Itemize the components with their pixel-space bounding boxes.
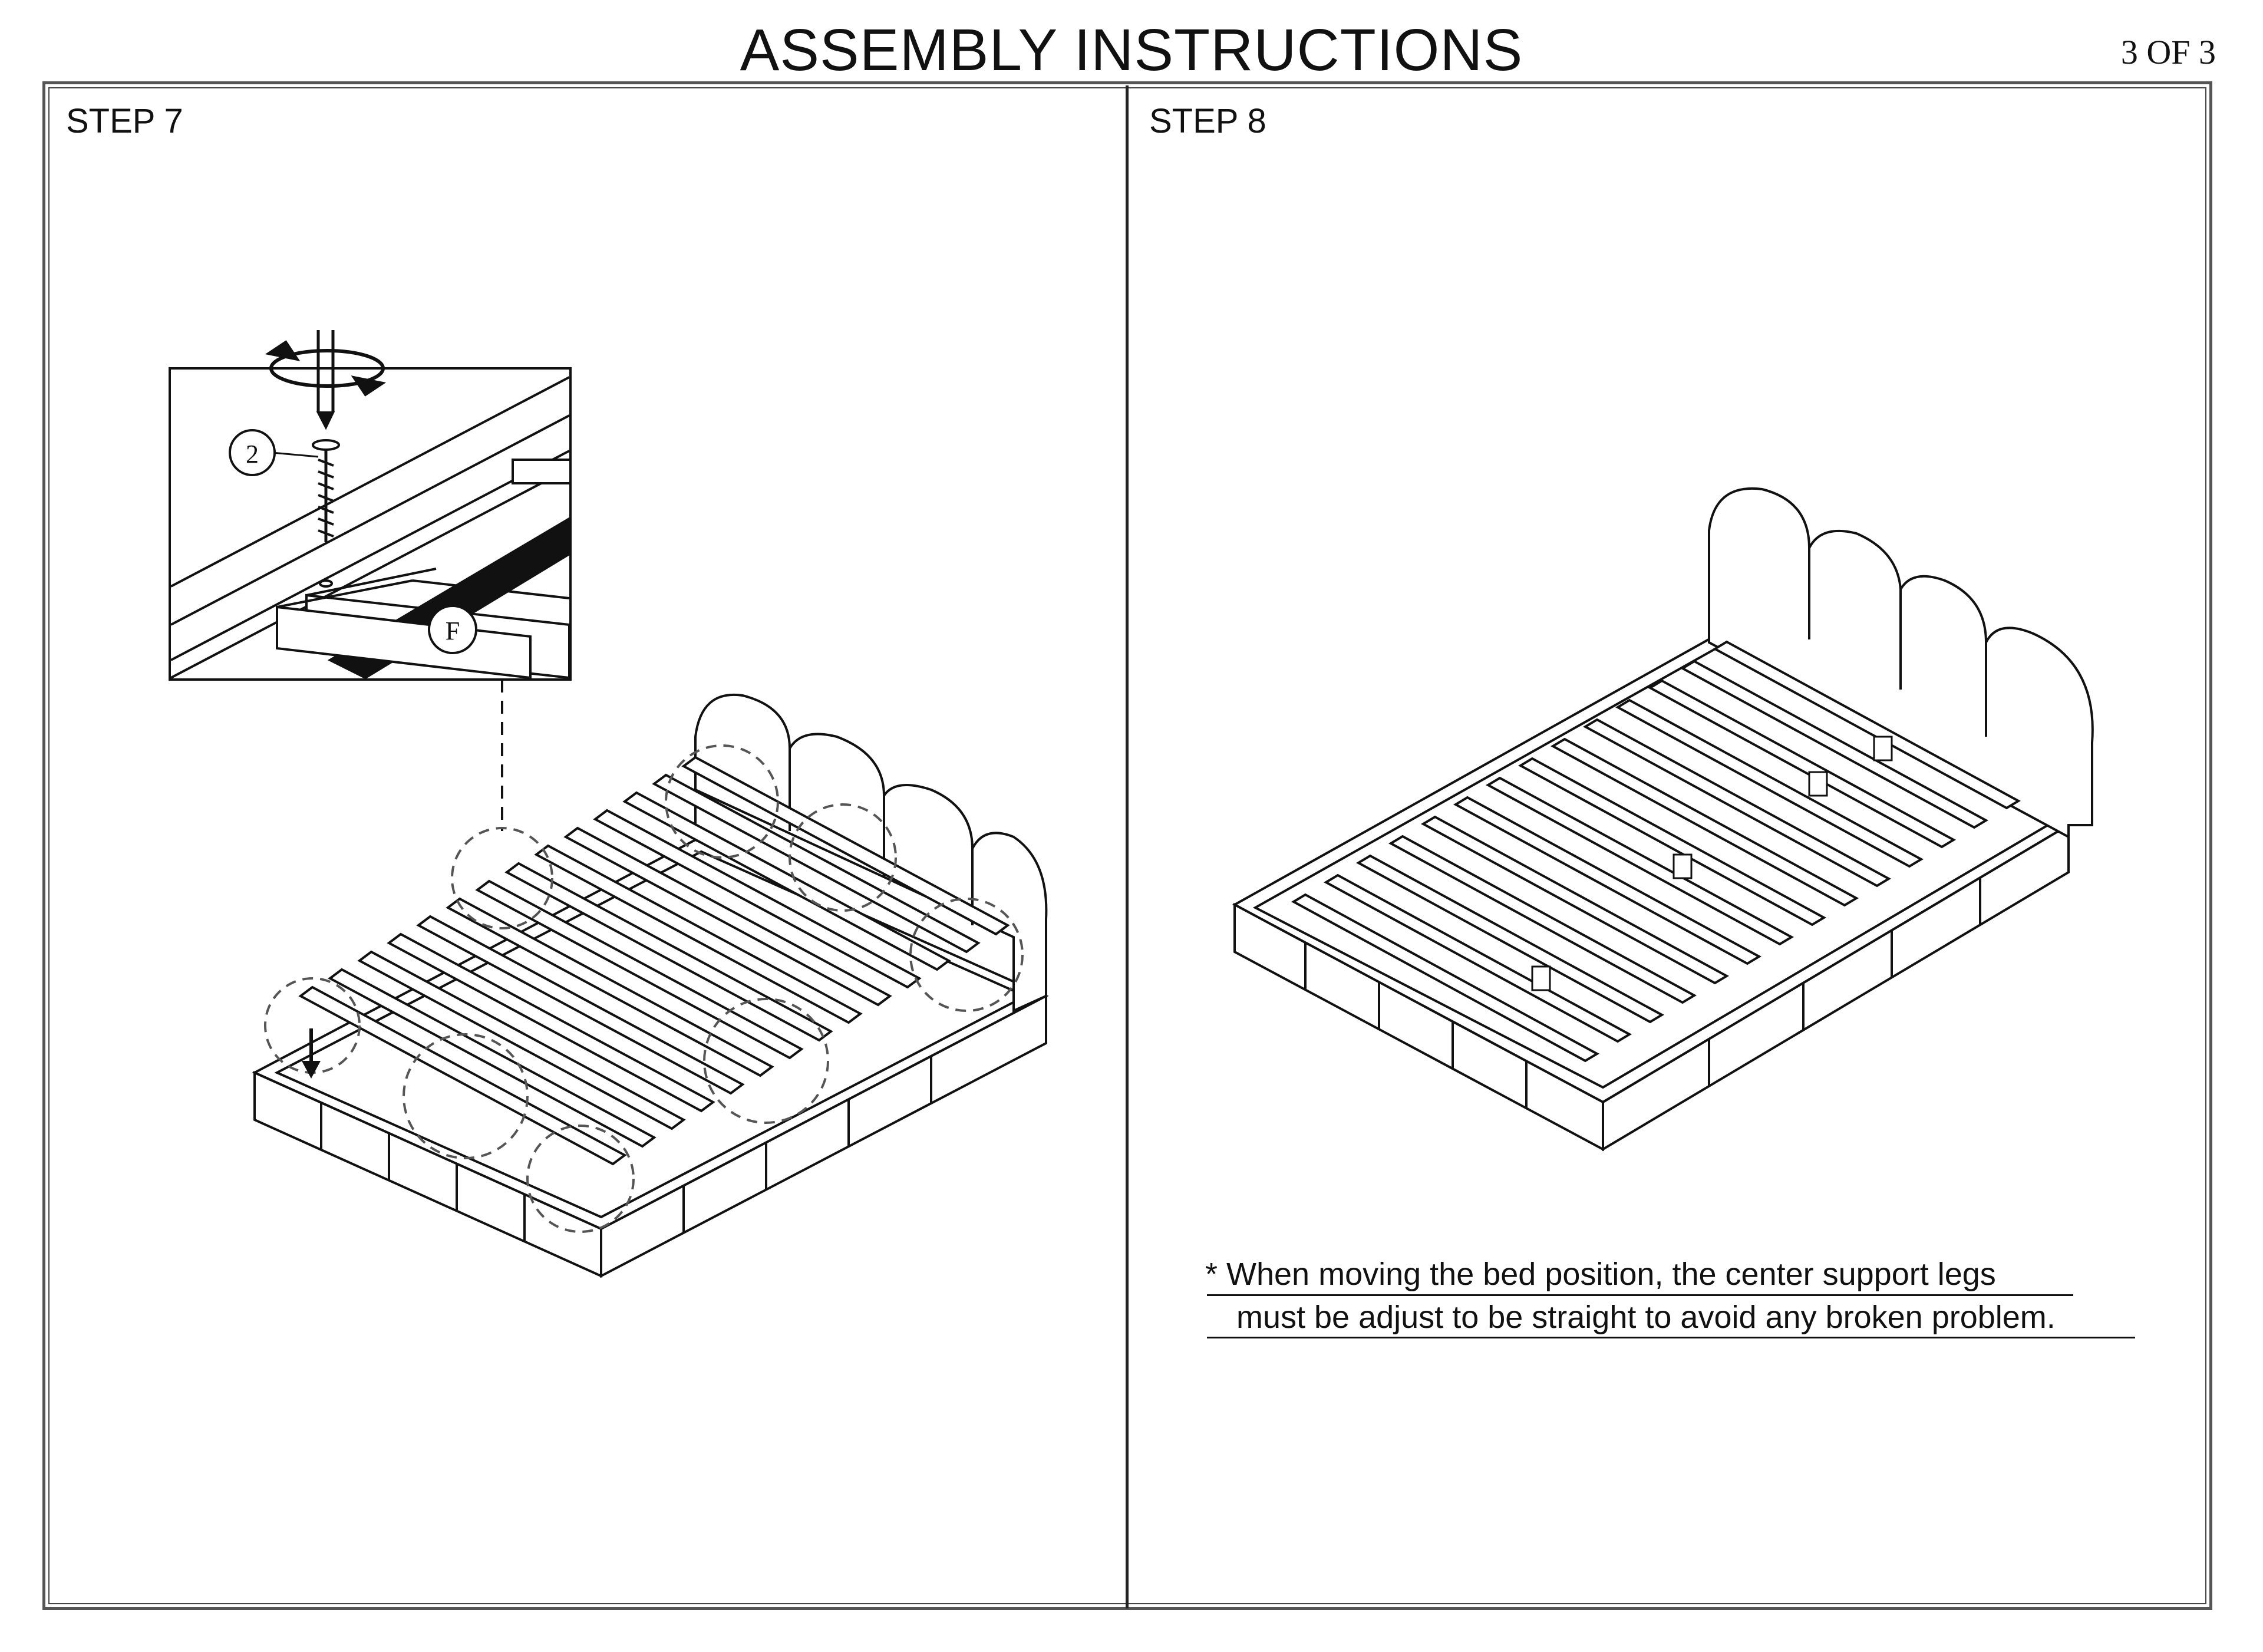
- note-line-1: * When moving the bed position, the cent…: [1205, 1257, 1996, 1292]
- screw-detail-inset: [169, 330, 572, 681]
- callout-2: 2: [229, 429, 276, 476]
- svg-text:2: 2: [246, 440, 259, 469]
- support-legs-step8: [1531, 736, 1893, 991]
- note-line-2: must be adjust to be straight to avoid a…: [1236, 1300, 2056, 1335]
- callout-F: F: [428, 605, 477, 654]
- svg-text:F: F: [446, 616, 460, 645]
- note-underline-1: [1207, 1294, 2073, 1296]
- slats-step7: [298, 756, 1010, 1166]
- step-8-label: STEP 8: [1149, 102, 1266, 140]
- detail-circles-step7: [264, 744, 1024, 1233]
- slats-step8: [1291, 640, 2021, 1063]
- instruction-frame: [42, 81, 2212, 1610]
- insert-arrow: [302, 1028, 321, 1079]
- step-7-label: STEP 7: [66, 102, 183, 140]
- page-number: 3 OF 3: [2120, 33, 2216, 71]
- step-divider: [1126, 85, 1129, 1608]
- page-title: ASSEMBLY INSTRUCTIONS: [740, 17, 1523, 83]
- note-underline-2: [1207, 1337, 2135, 1338]
